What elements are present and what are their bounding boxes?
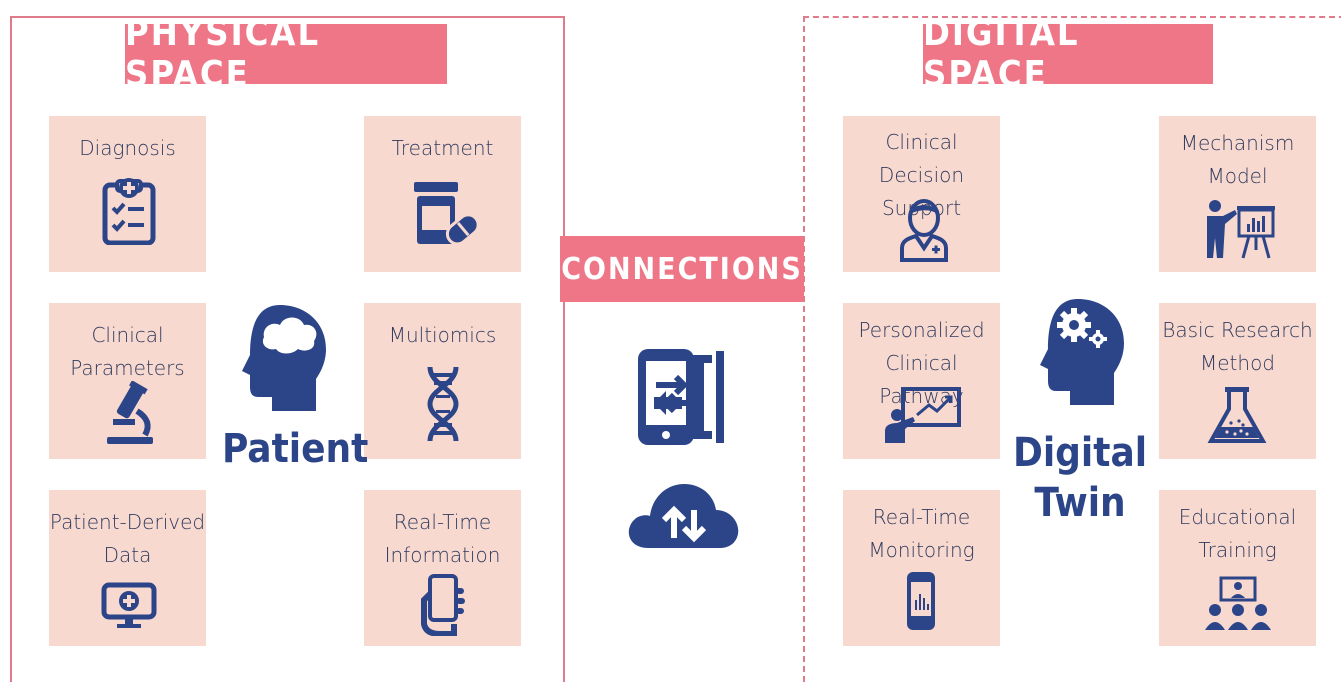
- physical-space-title: PHYSICAL SPACE: [125, 13, 447, 95]
- patient-label: Patient: [222, 426, 369, 472]
- tile-label: Treatment: [391, 136, 494, 160]
- tile-treatment: Treatment: [364, 116, 521, 272]
- digital-twin-head-icon: [1040, 299, 1124, 405]
- tile-label: Diagnosis: [79, 136, 176, 160]
- physical-space-frame: [10, 16, 565, 682]
- tile-clinical-decision-support: Clinical DecisionSupport: [843, 116, 1000, 272]
- dna-icon: [427, 366, 459, 442]
- digital-space-title: DIGITAL SPACE: [923, 13, 1213, 95]
- tile-multiomics: Multiomics: [364, 303, 521, 459]
- lab-flask-icon: [1207, 387, 1267, 443]
- device-sync-icon: [638, 349, 724, 445]
- clipboard-checklist-icon: [102, 178, 156, 245]
- cloud-sync-icon: [628, 484, 739, 548]
- doctor-icon: [900, 199, 948, 262]
- classroom-icon: [1205, 576, 1271, 630]
- digital-space-frame: [803, 16, 1341, 682]
- presenter-chart-icon: [1207, 200, 1275, 259]
- tile-label: Multiomics: [388, 323, 497, 347]
- medicine-bottle-pill-icon: [414, 182, 480, 246]
- hand-smartphone-icon: [421, 574, 465, 636]
- microscope-icon: [107, 381, 153, 444]
- phone-chart-icon: [907, 572, 935, 630]
- patient-head-icon: [242, 305, 326, 411]
- tile-diagnosis: Diagnosis: [49, 116, 206, 272]
- teacher-board-icon: [885, 387, 961, 443]
- connections-title: CONNECTIONS: [560, 236, 804, 302]
- medical-monitor-icon: [101, 582, 157, 628]
